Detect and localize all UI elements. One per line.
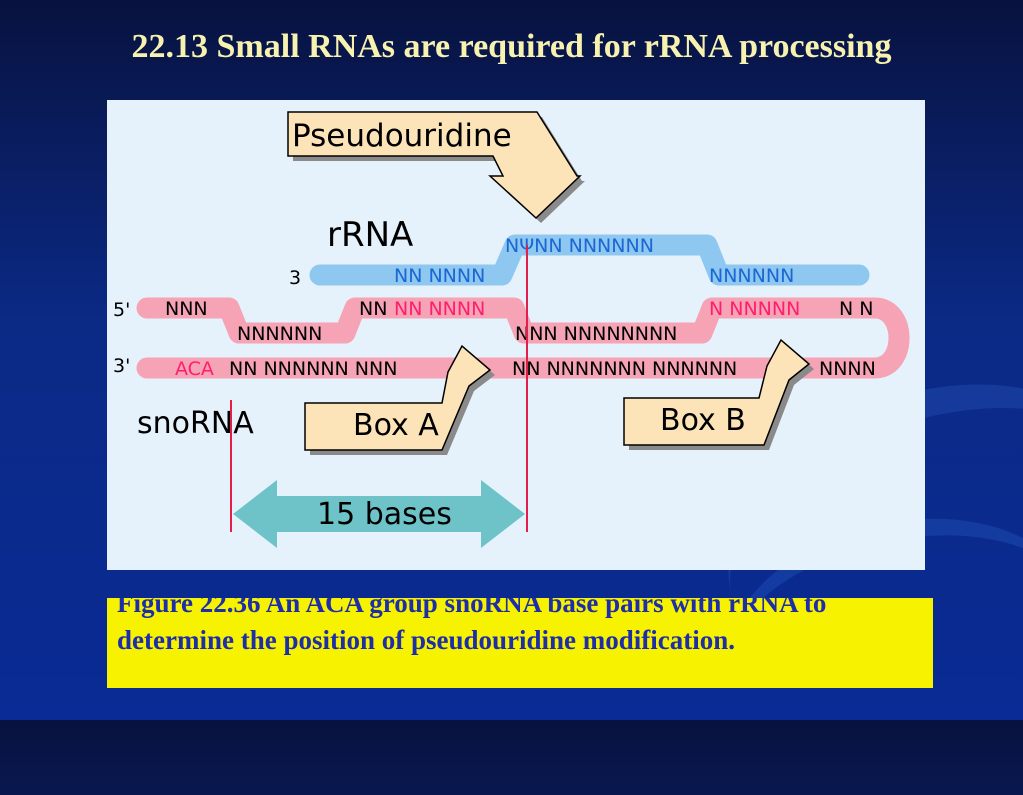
fifteen-bases-label: 15 bases — [317, 497, 452, 532]
sno-mid-2: NNN NNNNNNNN — [515, 323, 677, 345]
sno-top-3b: N N — [839, 298, 873, 320]
sno-top-1: NNN — [165, 298, 208, 320]
box-b-callout: Box B — [623, 338, 814, 450]
slide-title: 22.13 Small RNAs are required for rRNA p… — [131, 28, 892, 65]
figure-caption: Figure 22.36 An ACA group snoRNA base pa… — [117, 598, 827, 655]
snorna-3-end: 3' — [113, 355, 130, 377]
rrna-seq-right: NNNNNN — [709, 265, 794, 287]
fifteen-bases-arrow: 15 bases — [233, 480, 525, 548]
diagram-panel: NN NNNN NΨNN NNNNNN NNNNNN NNN NN NN NNN… — [107, 100, 925, 570]
rrna-seq-left: NN NNNN — [394, 265, 485, 287]
rrna-seq-top: NΨNN NNNNNN — [505, 235, 654, 257]
sno-bot-3: NNNN — [819, 358, 876, 380]
rna-diagram: NN NNNN NΨNN NNNNNN NNNNNN NNN NN NN NNN… — [113, 111, 910, 548]
pseudouridine-label: Pseudouridine — [292, 118, 512, 154]
rrna-label: rRNA — [327, 215, 413, 255]
sno-bot-1: NN NNNNNN NNN — [229, 358, 397, 380]
sno-top-3a: N NNNNN — [709, 298, 800, 320]
box-b-label: Box B — [660, 403, 746, 438]
sno-bot-2: NN NNNNNNN NNNNNN — [512, 358, 737, 380]
sno-top-2a: NN — [359, 298, 387, 320]
box-a-label: Box A — [353, 408, 439, 443]
sno-bot-aca: ACA — [175, 358, 214, 380]
snorna-label: snoRNA — [137, 406, 254, 441]
pseudouridine-callout: Pseudouridine — [287, 111, 585, 223]
rrna-strand — [309, 234, 870, 286]
snorna-5-end: 5' — [113, 299, 130, 321]
sno-top-2b: NN NNNN — [394, 298, 485, 320]
figure-caption-box: Figure 22.36 An ACA group snoRNA base pa… — [107, 598, 933, 688]
sno-mid-1: NNNNNN — [237, 323, 322, 345]
box-a-callout: Box A — [304, 344, 495, 455]
rrna-3-end: 3 — [289, 267, 301, 289]
snorna-strand — [136, 297, 910, 379]
